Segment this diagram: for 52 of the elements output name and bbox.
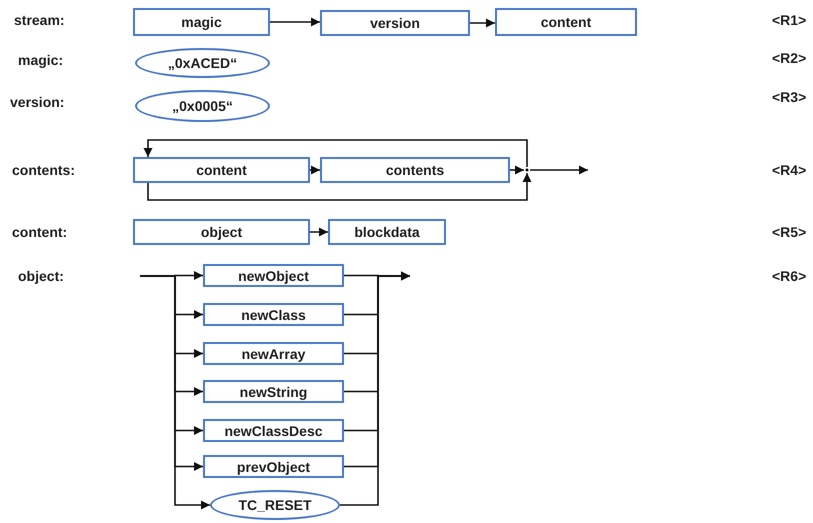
symbol-label: newArray	[242, 346, 306, 362]
nonterminal-box	[495, 8, 637, 36]
arrow	[530, 166, 588, 174]
rule-name: contents:	[12, 162, 75, 178]
symbol-label: TC_RESET	[238, 497, 312, 513]
symbol-label: newClassDesc	[224, 422, 323, 438]
arrow	[470, 18, 495, 28]
symbol-label: contents	[386, 162, 444, 178]
nonterminal-box	[203, 419, 344, 442]
arrow	[140, 275, 210, 510]
nonterminal-box	[203, 303, 344, 326]
symbol-label: „0x0005“	[172, 98, 233, 114]
arrow	[270, 18, 320, 26]
symbol-label: newObject	[238, 268, 309, 284]
rule-name: object:	[18, 268, 64, 284]
junction-point	[526, 168, 528, 172]
nonterminal-box	[203, 264, 344, 287]
arrow	[310, 228, 328, 236]
symbol-label: content	[196, 162, 247, 178]
arrow	[510, 166, 524, 174]
rule-name: stream:	[14, 12, 65, 28]
nonterminal-box	[203, 455, 344, 478]
arrow	[340, 272, 410, 506]
rule-number: <R6>	[772, 268, 806, 284]
rule-name: magic:	[18, 52, 64, 68]
rule-number: <R3>	[772, 89, 806, 105]
rule-name: version:	[10, 94, 64, 110]
rule-name: content:	[12, 224, 68, 240]
symbol-label: newClass	[241, 306, 306, 322]
nonterminal-box	[320, 10, 470, 36]
nonterminal-box	[320, 157, 510, 183]
nonterminal-box	[133, 157, 310, 183]
symbol-label: „0xACED“	[168, 55, 238, 71]
symbol-label: prevObject	[236, 458, 310, 474]
symbol-label: blockdata	[354, 224, 420, 240]
symbol-label: newString	[240, 384, 308, 400]
nonterminal-box	[203, 342, 344, 365]
nonterminal-box	[328, 219, 446, 245]
nonterminal-box	[133, 8, 270, 36]
symbol-label: version	[370, 15, 420, 31]
symbol-label: object	[200, 224, 242, 240]
arrow	[144, 139, 528, 167]
rule-number: <R1>	[772, 12, 806, 28]
rule-number: <R5>	[772, 224, 806, 240]
symbol-label: magic	[181, 14, 222, 30]
nonterminal-box	[133, 219, 310, 245]
nonterminal-box	[203, 380, 344, 403]
rule-number: <R4>	[772, 162, 806, 178]
arrow	[310, 166, 320, 174]
symbol-label: content	[540, 14, 592, 30]
rule-number: <R2>	[772, 50, 806, 66]
arrow	[147, 173, 532, 201]
